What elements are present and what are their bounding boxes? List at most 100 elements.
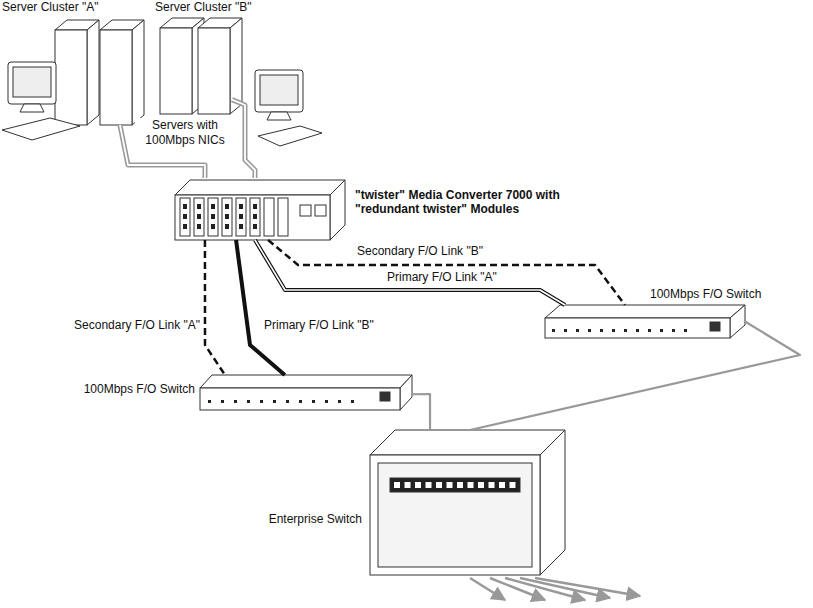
- link-stroke: [236, 240, 285, 375]
- module-port: [239, 224, 243, 229]
- link-stroke: [232, 100, 255, 178]
- port: [510, 482, 516, 488]
- device-label: 100Mbps F/O Switch: [60, 382, 195, 396]
- chassis-top: [370, 430, 565, 455]
- module-port: [183, 224, 187, 229]
- module-port: [253, 214, 257, 219]
- module-slot: [208, 198, 218, 236]
- device-label: 100Mbps F/O Switch: [650, 287, 761, 301]
- switch-side: [400, 375, 412, 410]
- module-slot: [194, 198, 204, 236]
- switch-side: [730, 305, 745, 338]
- module-port: [211, 214, 215, 219]
- port: [436, 482, 442, 488]
- chassis-side: [330, 180, 345, 240]
- server-tower: [55, 20, 99, 125]
- module-port: [239, 204, 243, 209]
- port: [499, 482, 505, 488]
- link-stroke: [255, 240, 565, 305]
- tower-side: [87, 20, 99, 125]
- port: [394, 482, 400, 488]
- link-connector: [470, 322, 800, 431]
- port: [247, 400, 250, 403]
- chassis-side: [540, 430, 565, 575]
- tower-front: [100, 30, 132, 125]
- module-slot: [278, 198, 288, 236]
- module-slot: [180, 198, 190, 236]
- monitor-stand: [267, 112, 291, 120]
- monitor-stand: [20, 104, 44, 112]
- module-port: [225, 204, 229, 209]
- link-stroke: [232, 100, 255, 178]
- link-stroke: [470, 322, 800, 431]
- monitor-screen: [260, 75, 298, 105]
- switch-logo: [710, 322, 720, 331]
- module-port: [197, 214, 201, 219]
- converter-modules: [180, 198, 288, 236]
- device-node: Enterprise Switch: [370, 430, 565, 575]
- port: [208, 400, 211, 403]
- port-row: [390, 478, 520, 492]
- uplink-arrows: [470, 578, 640, 600]
- device-node: 100Mbps F/O Switch: [545, 305, 745, 338]
- module-port: [183, 204, 187, 209]
- tower-side: [132, 20, 144, 125]
- port: [415, 482, 421, 488]
- device-label: Enterprise Switch: [262, 512, 362, 526]
- note-label: Servers with 100Mbps NICs: [135, 118, 235, 148]
- enterprise-ports: [394, 482, 516, 488]
- fo-switch: [200, 375, 412, 410]
- switch-front: [200, 388, 400, 410]
- switch-front: [545, 318, 730, 338]
- link-connector: [268, 240, 625, 305]
- module-slot: [250, 198, 260, 236]
- uplink-arrow: [535, 578, 640, 596]
- link-connector: [412, 394, 430, 430]
- port: [564, 329, 567, 332]
- module-port: [197, 204, 201, 209]
- monitor-screen: [13, 67, 51, 97]
- switch-top: [200, 375, 412, 388]
- monitor-body: [255, 70, 303, 112]
- port: [351, 400, 354, 403]
- media-converter-chassis: [175, 180, 345, 240]
- switch-top: [545, 305, 745, 318]
- switch-ports: [552, 329, 687, 332]
- link-stroke: [255, 240, 565, 305]
- port: [552, 329, 555, 332]
- port: [234, 400, 237, 403]
- monitor: [255, 70, 303, 120]
- link-connector: [236, 240, 285, 375]
- device-node: "twister" Media Converter 7000 with "red…: [175, 178, 347, 240]
- keyboard: [258, 126, 322, 146]
- port: [468, 482, 474, 488]
- enterprise-switch-chassis: [370, 430, 565, 575]
- device-node: Server Cluster "B": [158, 18, 232, 114]
- module-port: [239, 214, 243, 219]
- link-label: Secondary F/O Link "B": [355, 244, 485, 258]
- port: [576, 329, 579, 332]
- module-slot: [222, 198, 232, 236]
- port: [489, 482, 495, 488]
- switch-ports: [208, 400, 354, 403]
- port: [325, 400, 328, 403]
- port: [478, 482, 484, 488]
- chassis-panel: [378, 463, 532, 567]
- module-slot: [264, 198, 274, 236]
- keyboard: [2, 118, 80, 140]
- port: [312, 400, 315, 403]
- device-label: Server Cluster "B": [155, 0, 252, 14]
- monitor-body: [8, 62, 56, 104]
- device-label: "twister" Media Converter 7000 with "red…: [355, 188, 565, 216]
- link-label: Primary F/O Link "A": [385, 270, 499, 284]
- port: [338, 400, 341, 403]
- port: [221, 400, 224, 403]
- port: [457, 482, 463, 488]
- module-port: [197, 224, 201, 229]
- fo-switch: [545, 305, 745, 338]
- module-port: [225, 214, 229, 219]
- module-port: [225, 224, 229, 229]
